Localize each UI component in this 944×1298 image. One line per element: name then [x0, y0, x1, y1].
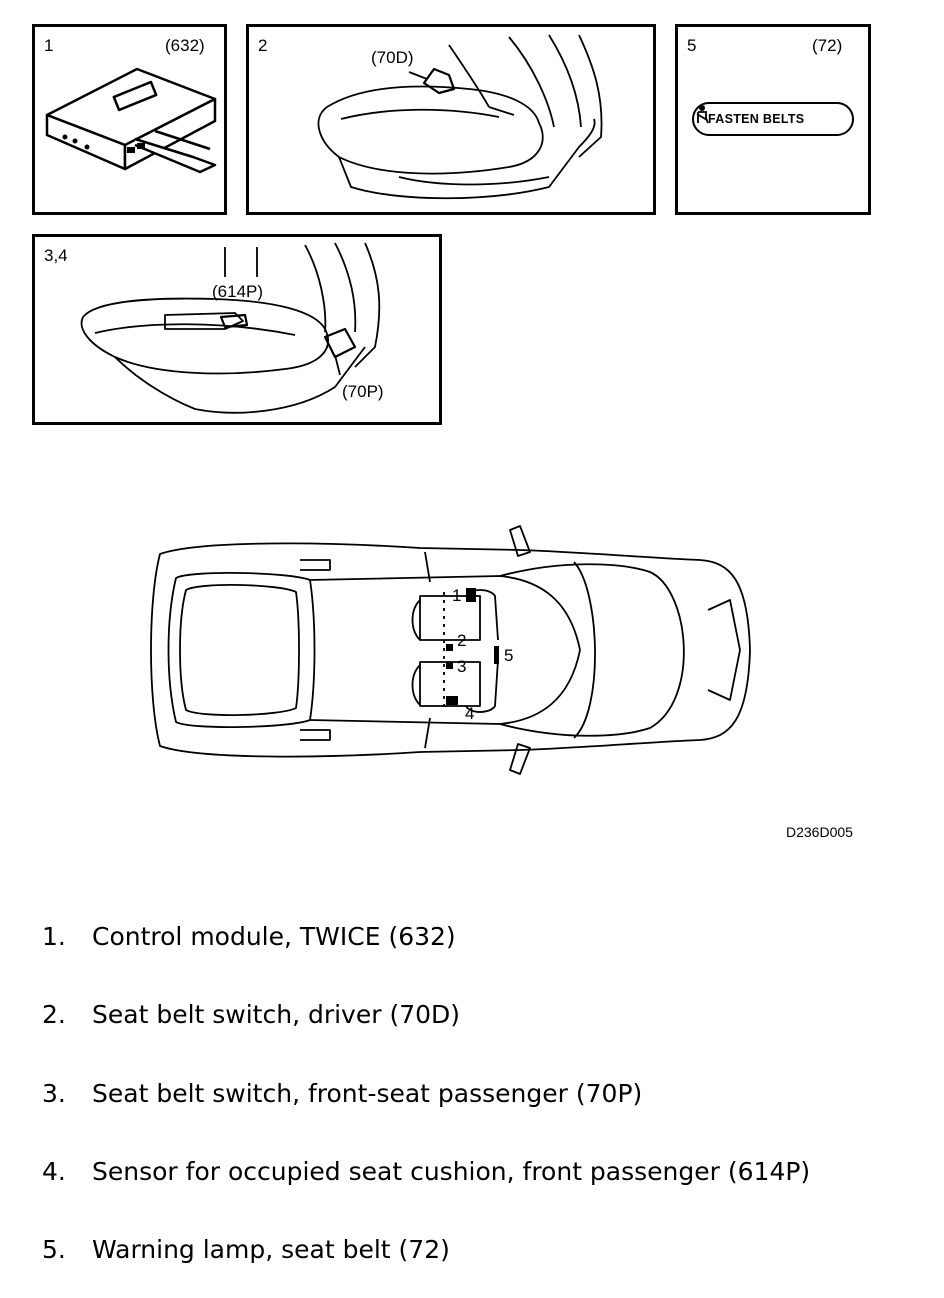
panel-code: (632) — [165, 36, 205, 55]
callout-70p: (70P) — [342, 382, 384, 401]
fasten-belts-label: FASTEN BELTS — [708, 112, 805, 126]
panel-number: 1 — [44, 36, 54, 55]
panel-number: 3,4 — [44, 246, 68, 265]
legend-item-1: 1. Control module, TWICE (632) — [42, 922, 456, 951]
seatbelt-person-icon — [696, 105, 826, 129]
panel-warning-lamp: 5 (72) FASTEN BELTS — [675, 24, 871, 215]
callout-614p: (614P) — [212, 282, 264, 301]
legend-item-5: 5. Warning lamp, seat belt (72) — [42, 1235, 450, 1264]
legend-number: 3. — [42, 1079, 66, 1108]
legend-item-2: 2. Seat belt switch, driver (70D) — [42, 1000, 460, 1029]
fasten-belts-badge: FASTEN BELTS — [692, 102, 854, 136]
car-label-2: 2 — [457, 631, 467, 650]
legend-item-4: 4. Sensor for occupied seat cushion, fron… — [42, 1157, 810, 1186]
legend-text: Seat belt switch, front-seat passenger (… — [92, 1079, 643, 1108]
driver-seat-illustration — [317, 34, 603, 200]
panel-number: 2 — [258, 36, 268, 55]
car-top-view-diagram — [150, 525, 751, 775]
car-label-5: 5 — [504, 646, 514, 665]
panel-control-module: 1 (632) — [32, 24, 227, 215]
car-label-4: 4 — [465, 704, 475, 723]
callout-70d: (70D) — [371, 48, 414, 67]
panel-number: 5 — [687, 36, 697, 55]
panel-driver-seat: 2 (70D) — [246, 24, 656, 215]
panel-code: (72) — [812, 36, 843, 55]
legend-number: 4. — [42, 1157, 66, 1186]
legend-item-3: 3. Seat belt switch, front-seat passenger… — [42, 1079, 642, 1108]
diagram-code: D236D005 — [786, 824, 853, 840]
legend-number: 2. — [42, 1000, 66, 1029]
legend-text: Seat belt switch, driver (70D) — [92, 1000, 461, 1029]
car-label-1: 1 — [452, 586, 462, 605]
car-label-3: 3 — [457, 657, 467, 676]
legend-text: Sensor for occupied seat cushion, front … — [92, 1157, 811, 1186]
legend-number: 5. — [42, 1235, 66, 1264]
panel-passenger-seat: 3,4 (614P) (70P) — [32, 234, 442, 425]
control-module-illustration — [45, 67, 217, 174]
legend-text: Control module, TWICE (632) — [92, 922, 456, 951]
legend-text: Warning lamp, seat belt (72) — [92, 1235, 450, 1264]
passenger-seat-illustration — [80, 242, 381, 414]
legend-number: 1. — [42, 922, 66, 951]
